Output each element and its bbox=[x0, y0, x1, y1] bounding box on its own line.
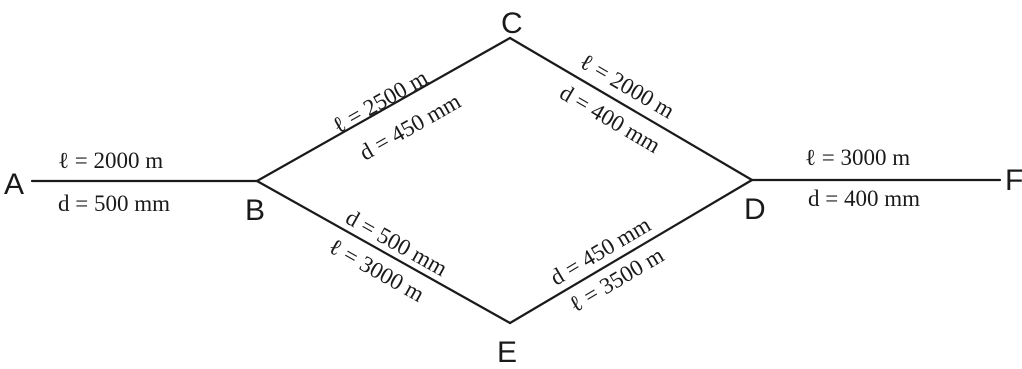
pipe-df-length-label: ℓ = 3000 m bbox=[805, 145, 910, 170]
node-label-c: C bbox=[501, 7, 523, 40]
pipe-c-d bbox=[508, 36, 754, 182]
pipe-b-e bbox=[255, 179, 512, 325]
pipe-ab-length-label: ℓ = 2000 m bbox=[58, 148, 163, 173]
node-label-d: D bbox=[744, 193, 766, 226]
node-label-f: F bbox=[1005, 164, 1022, 197]
node-label-e: E bbox=[497, 336, 517, 369]
pipe-df-diameter-label: d = 400 mm bbox=[808, 186, 920, 211]
pipe-b-c bbox=[255, 36, 512, 183]
pipe-e-d bbox=[508, 178, 754, 325]
node-label-b: B bbox=[245, 194, 265, 227]
pipe-ab-diameter-label: d = 500 mm bbox=[58, 191, 170, 216]
node-label-a: A bbox=[4, 168, 24, 201]
